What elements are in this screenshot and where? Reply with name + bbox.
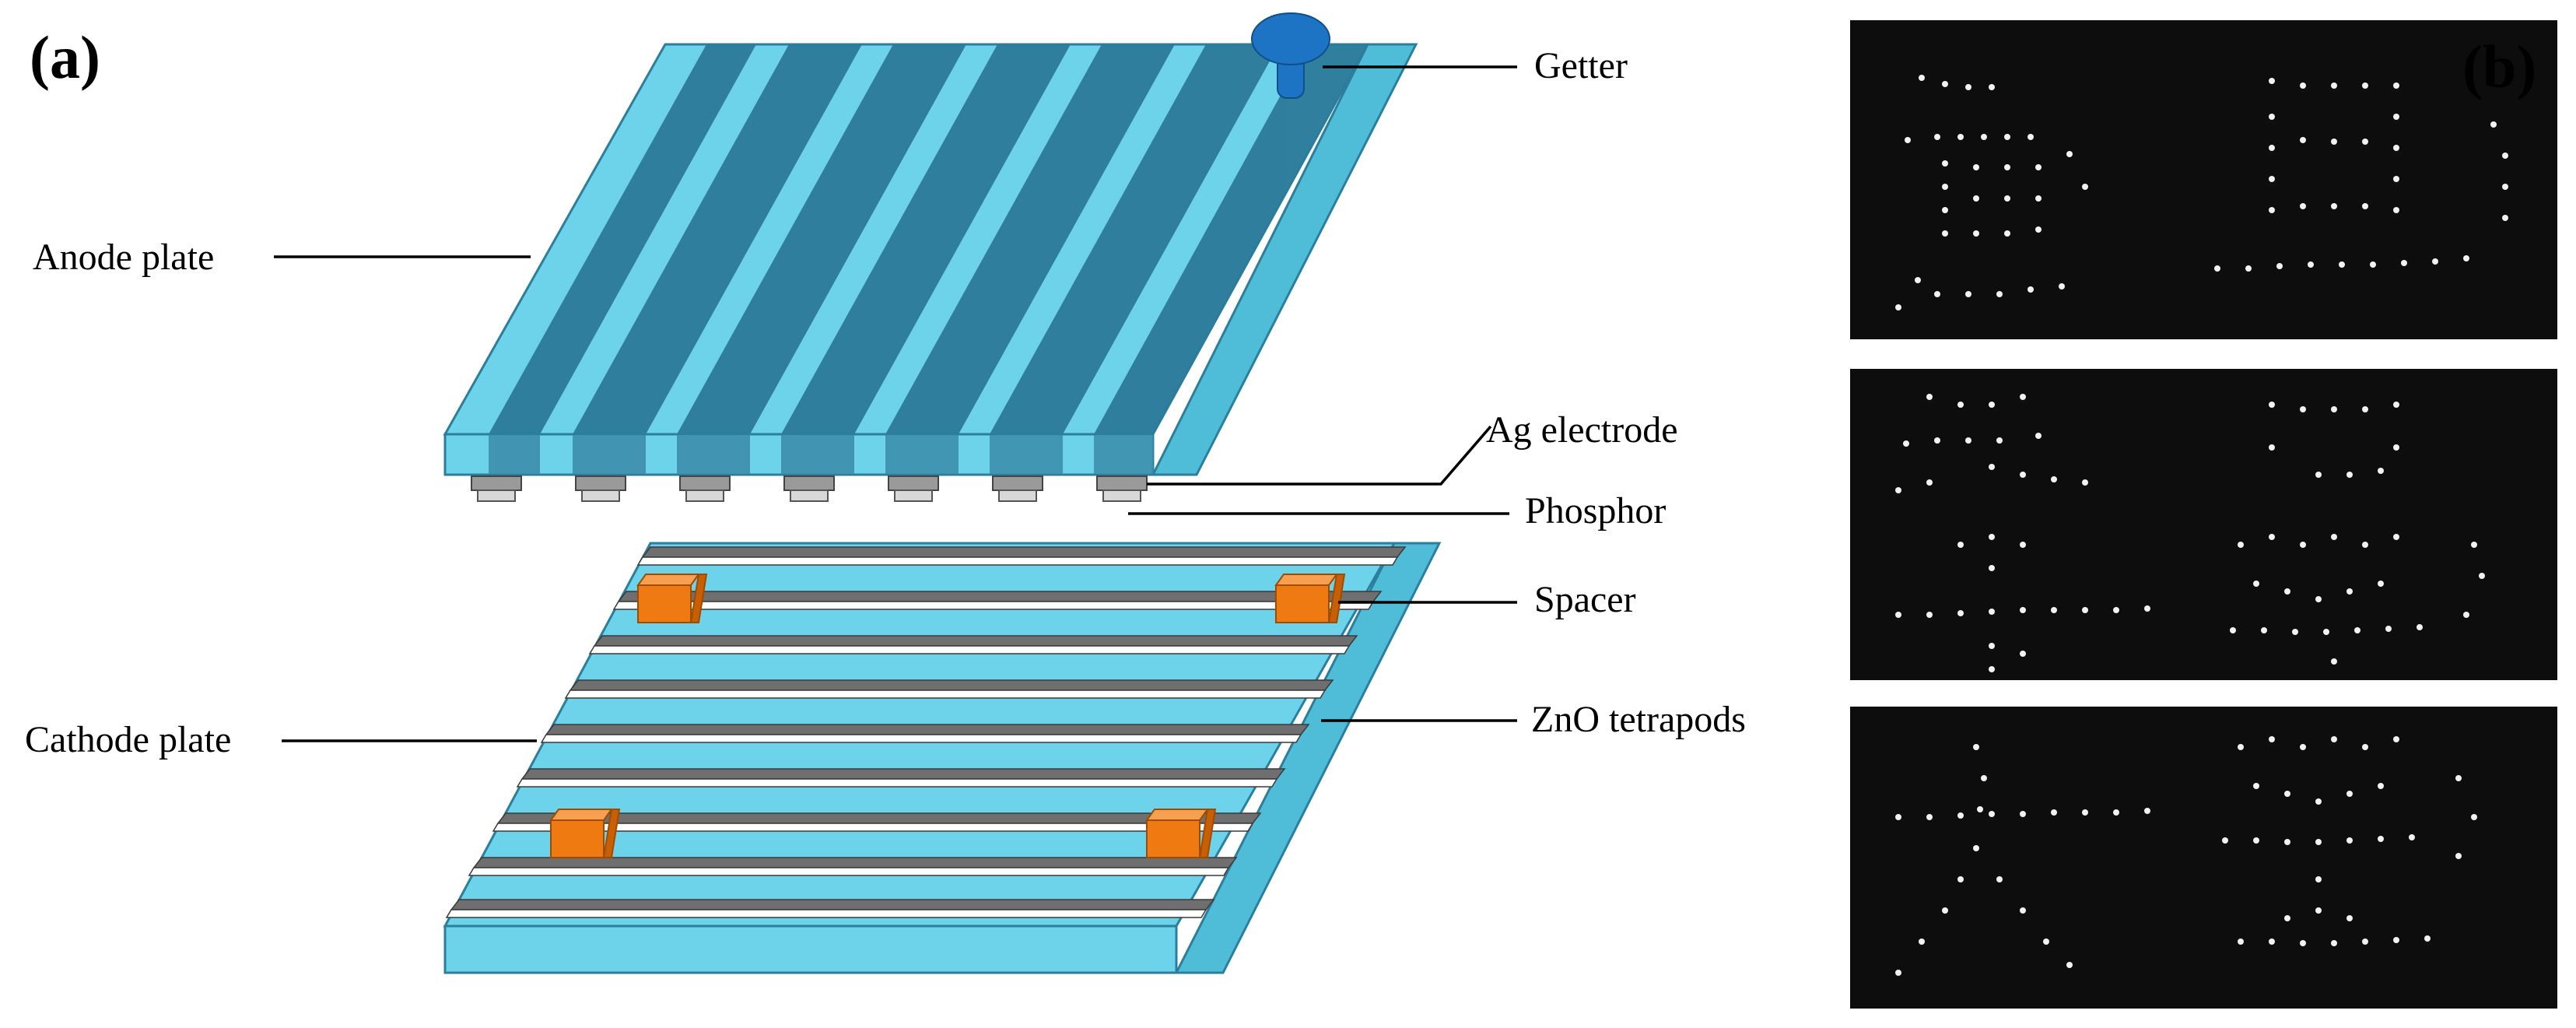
display-photo-2 [1850, 369, 2557, 680]
zno-strip [636, 556, 1399, 566]
display-photo-3-background [1850, 707, 2557, 1009]
anode-plate-label: Anode plate [33, 237, 214, 278]
phosphor-dot [790, 489, 829, 502]
spacer-block [1145, 809, 1217, 858]
phosphor-dot [477, 489, 516, 502]
panel-a: (a) [25, 12, 1746, 974]
spacer-block [549, 809, 621, 858]
display-photo-1-background [1850, 20, 2557, 339]
ag-electrode [1096, 475, 1148, 502]
anode-stripe [1094, 44, 1368, 434]
ag-electrode [783, 475, 835, 502]
cathode-line [564, 679, 1334, 699]
cathode-line [636, 546, 1407, 566]
phosphor-label: Phosphor [1525, 490, 1666, 532]
zno-strip [468, 867, 1230, 876]
anode-stripe [677, 44, 966, 434]
glowing-dots [1895, 736, 2477, 976]
zno-strip [540, 734, 1302, 743]
zno-strip [516, 778, 1278, 788]
anode-stripe [573, 44, 862, 434]
anode-stripe [781, 44, 1071, 434]
zno-strip [612, 601, 1375, 610]
anode-stripe [885, 44, 1175, 434]
cathode-line [516, 768, 1286, 788]
cathode-line [445, 899, 1215, 918]
callout-labels: Getter Anode plate Ag electrode Phosphor… [25, 45, 1746, 760]
anode-front-stripe [573, 435, 646, 474]
cathode-line [588, 635, 1358, 654]
ag-electrode [679, 475, 731, 502]
phosphor-dot [998, 489, 1037, 502]
cathode-line [612, 591, 1383, 610]
anode-plate-side-face [1151, 43, 1418, 476]
phosphor-dot [685, 489, 724, 502]
anode-front-stripe [677, 435, 750, 474]
cathode-plate [443, 542, 1442, 974]
spacer-label: Spacer [1534, 579, 1636, 620]
zno-strip [445, 909, 1207, 918]
cathode-line [468, 857, 1238, 876]
panel-b: (b) [1850, 20, 2557, 1009]
ag-electrode [471, 475, 522, 502]
ag-electrode-label: Ag electrode [1486, 409, 1678, 451]
panel-a-label: (a) [30, 23, 100, 91]
anode-front-stripe [885, 435, 959, 474]
ag-electrode-leader [1147, 425, 1492, 486]
zno-tetrapods-label: ZnO tetrapods [1531, 699, 1746, 740]
panel-b-label: (b) [2462, 33, 2536, 100]
anode-front-stripe [781, 435, 854, 474]
anode-front-stripe [489, 435, 540, 474]
anode-stripe [489, 44, 756, 434]
phosphor-dot [1102, 489, 1141, 502]
phosphor-dot [894, 489, 933, 502]
zno-strip [564, 689, 1327, 699]
display-photo-3 [1850, 707, 2557, 1009]
ag-electrode [888, 475, 939, 502]
anode-stripes [489, 44, 1368, 434]
spacer-block [1274, 574, 1346, 623]
cathode-lines [445, 546, 1407, 918]
anode-plate [443, 12, 1418, 502]
getter-cap [1251, 12, 1330, 65]
display-photo-1: (b) [1850, 20, 2557, 339]
glowing-dots [1895, 75, 2508, 311]
phosphor-electrode-row [471, 475, 1148, 502]
getter [1251, 12, 1330, 99]
display-photo-2-background [1850, 369, 2557, 680]
spacer-block [636, 574, 708, 623]
anode-front-stripe [990, 435, 1063, 474]
cathode-line [540, 724, 1310, 743]
ag-electrode [992, 475, 1043, 502]
zno-strip [588, 645, 1351, 654]
cathode-plate-label: Cathode plate [25, 719, 231, 760]
anode-front-stripe [1094, 435, 1153, 474]
cathode-plate-front-face [443, 924, 1178, 974]
anode-stripe [990, 44, 1279, 434]
cathode-line [492, 812, 1262, 832]
leader-lines [274, 65, 1517, 742]
zno-strip [492, 823, 1254, 832]
getter-label: Getter [1534, 45, 1628, 86]
phosphor-dot [581, 489, 620, 502]
glowing-dots [1895, 394, 2485, 672]
spacers [549, 574, 1346, 858]
ag-electrode [575, 475, 626, 502]
anode-front-stripes [489, 435, 1153, 474]
